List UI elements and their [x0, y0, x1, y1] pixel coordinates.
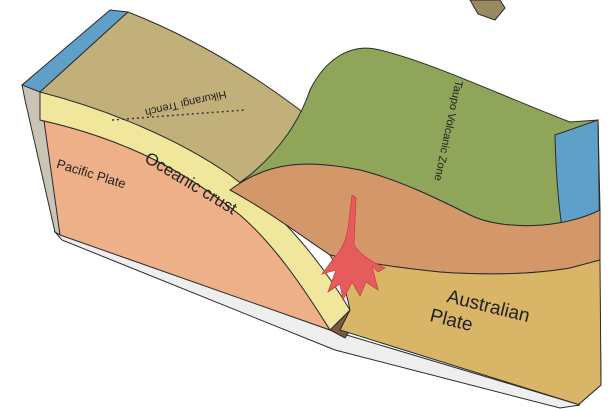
corner-fragment	[470, 0, 505, 20]
